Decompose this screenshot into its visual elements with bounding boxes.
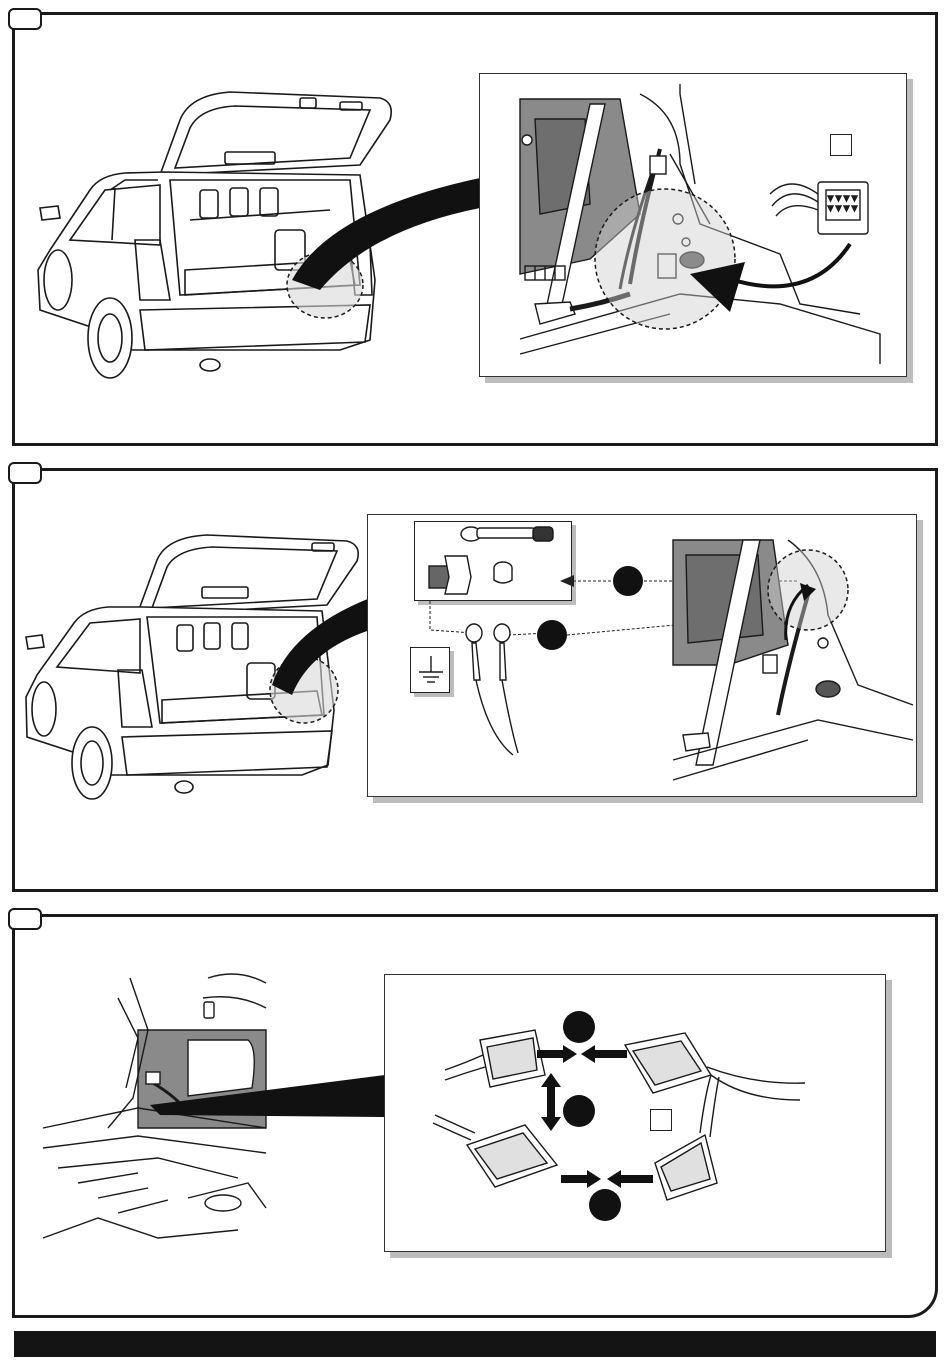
step-3-zoom-beam <box>150 1065 390 1125</box>
step-2-number-tab <box>8 462 42 484</box>
step-3-detail-view <box>384 974 886 1252</box>
step-1-detail-view <box>479 73 907 377</box>
step-1-zoom-beam <box>290 170 490 310</box>
footer-bar <box>14 1331 936 1357</box>
step-1-connector-label <box>830 134 852 156</box>
step-2-detail-view <box>367 514 917 797</box>
step-3-number-tab <box>8 908 42 930</box>
step-1-detail-illustration <box>480 74 908 378</box>
step-3-detail-illustration <box>385 975 887 1253</box>
step-2-detail-illustration <box>368 515 918 798</box>
step-2-zoom-beam <box>270 590 380 700</box>
step-1-number-tab <box>8 8 42 30</box>
step-3-connector-label <box>650 1109 672 1131</box>
